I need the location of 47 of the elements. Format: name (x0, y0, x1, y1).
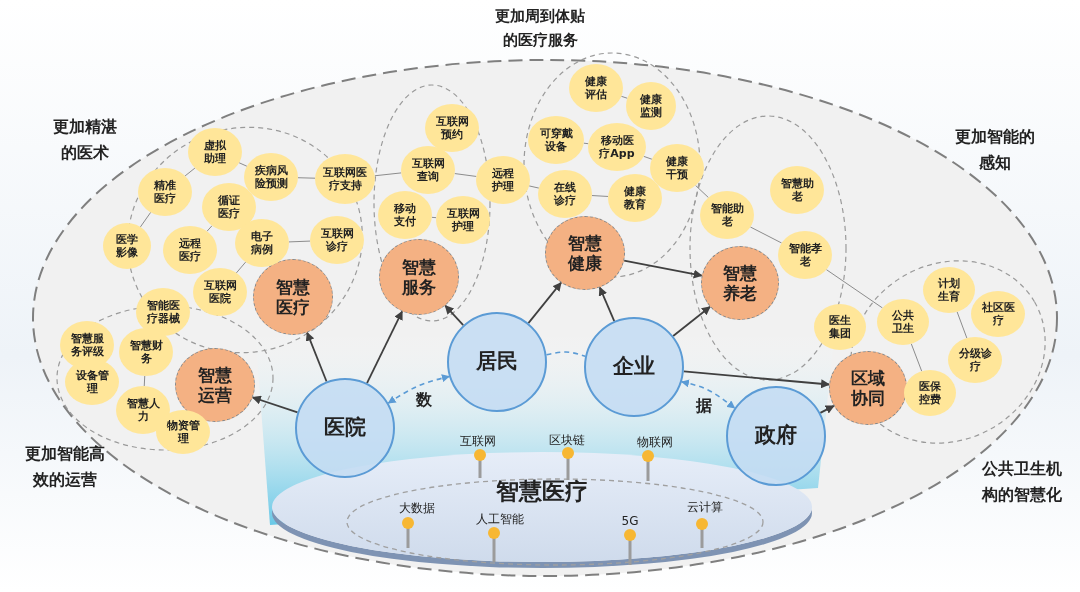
arrow (598, 286, 616, 322)
connector-line (431, 216, 437, 219)
technology-label: 物联网 (637, 433, 673, 451)
technology-label: 人工智能 (476, 510, 524, 528)
technology-label: 大数据 (399, 499, 435, 517)
connector-line (206, 225, 213, 232)
arrow (305, 331, 328, 383)
connector-line (454, 173, 477, 177)
connector-line (235, 261, 247, 274)
connector-line (143, 375, 146, 387)
connector-line (956, 311, 968, 339)
arrow (623, 259, 703, 279)
arrow (527, 281, 562, 324)
connector-line (695, 184, 709, 199)
edge-label: 数 (416, 389, 432, 411)
arrow (819, 404, 835, 414)
connector-line (910, 343, 923, 372)
technology-label: 区块链 (549, 431, 585, 449)
region-caption: 公共卫生机构的智慧化 (980, 458, 1063, 506)
region-caption: 更加周到体贴的医疗服务 (494, 6, 586, 51)
technology-label: 云计算 (687, 498, 723, 516)
arrow (672, 305, 711, 337)
technology-label: 5G (621, 514, 639, 528)
connector-line (583, 142, 589, 145)
connector-line (374, 172, 402, 177)
region-caption: 更加智能的感知 (954, 126, 1036, 174)
connector-line (528, 185, 540, 189)
connector-line (749, 226, 783, 244)
connector-line (825, 269, 883, 309)
region-caption: 更加精湛的医术 (52, 116, 118, 164)
connector-line (139, 211, 152, 228)
arrow (682, 370, 831, 389)
technology-label: 互联网 (460, 432, 496, 450)
arrow (251, 395, 299, 414)
connector-line (643, 155, 653, 160)
connector-line (238, 162, 248, 167)
arrow (444, 304, 465, 327)
arrow (366, 310, 403, 384)
dashed-arrow (680, 379, 736, 409)
connector-line (184, 167, 196, 177)
connector-line (288, 240, 311, 243)
region-caption: 更加智能高效的运营 (24, 443, 106, 491)
connector-line (297, 177, 316, 179)
connector-line (620, 95, 628, 99)
edge-label: 据 (696, 395, 712, 417)
connector-line (591, 195, 609, 197)
dashed-arrow (387, 374, 450, 404)
